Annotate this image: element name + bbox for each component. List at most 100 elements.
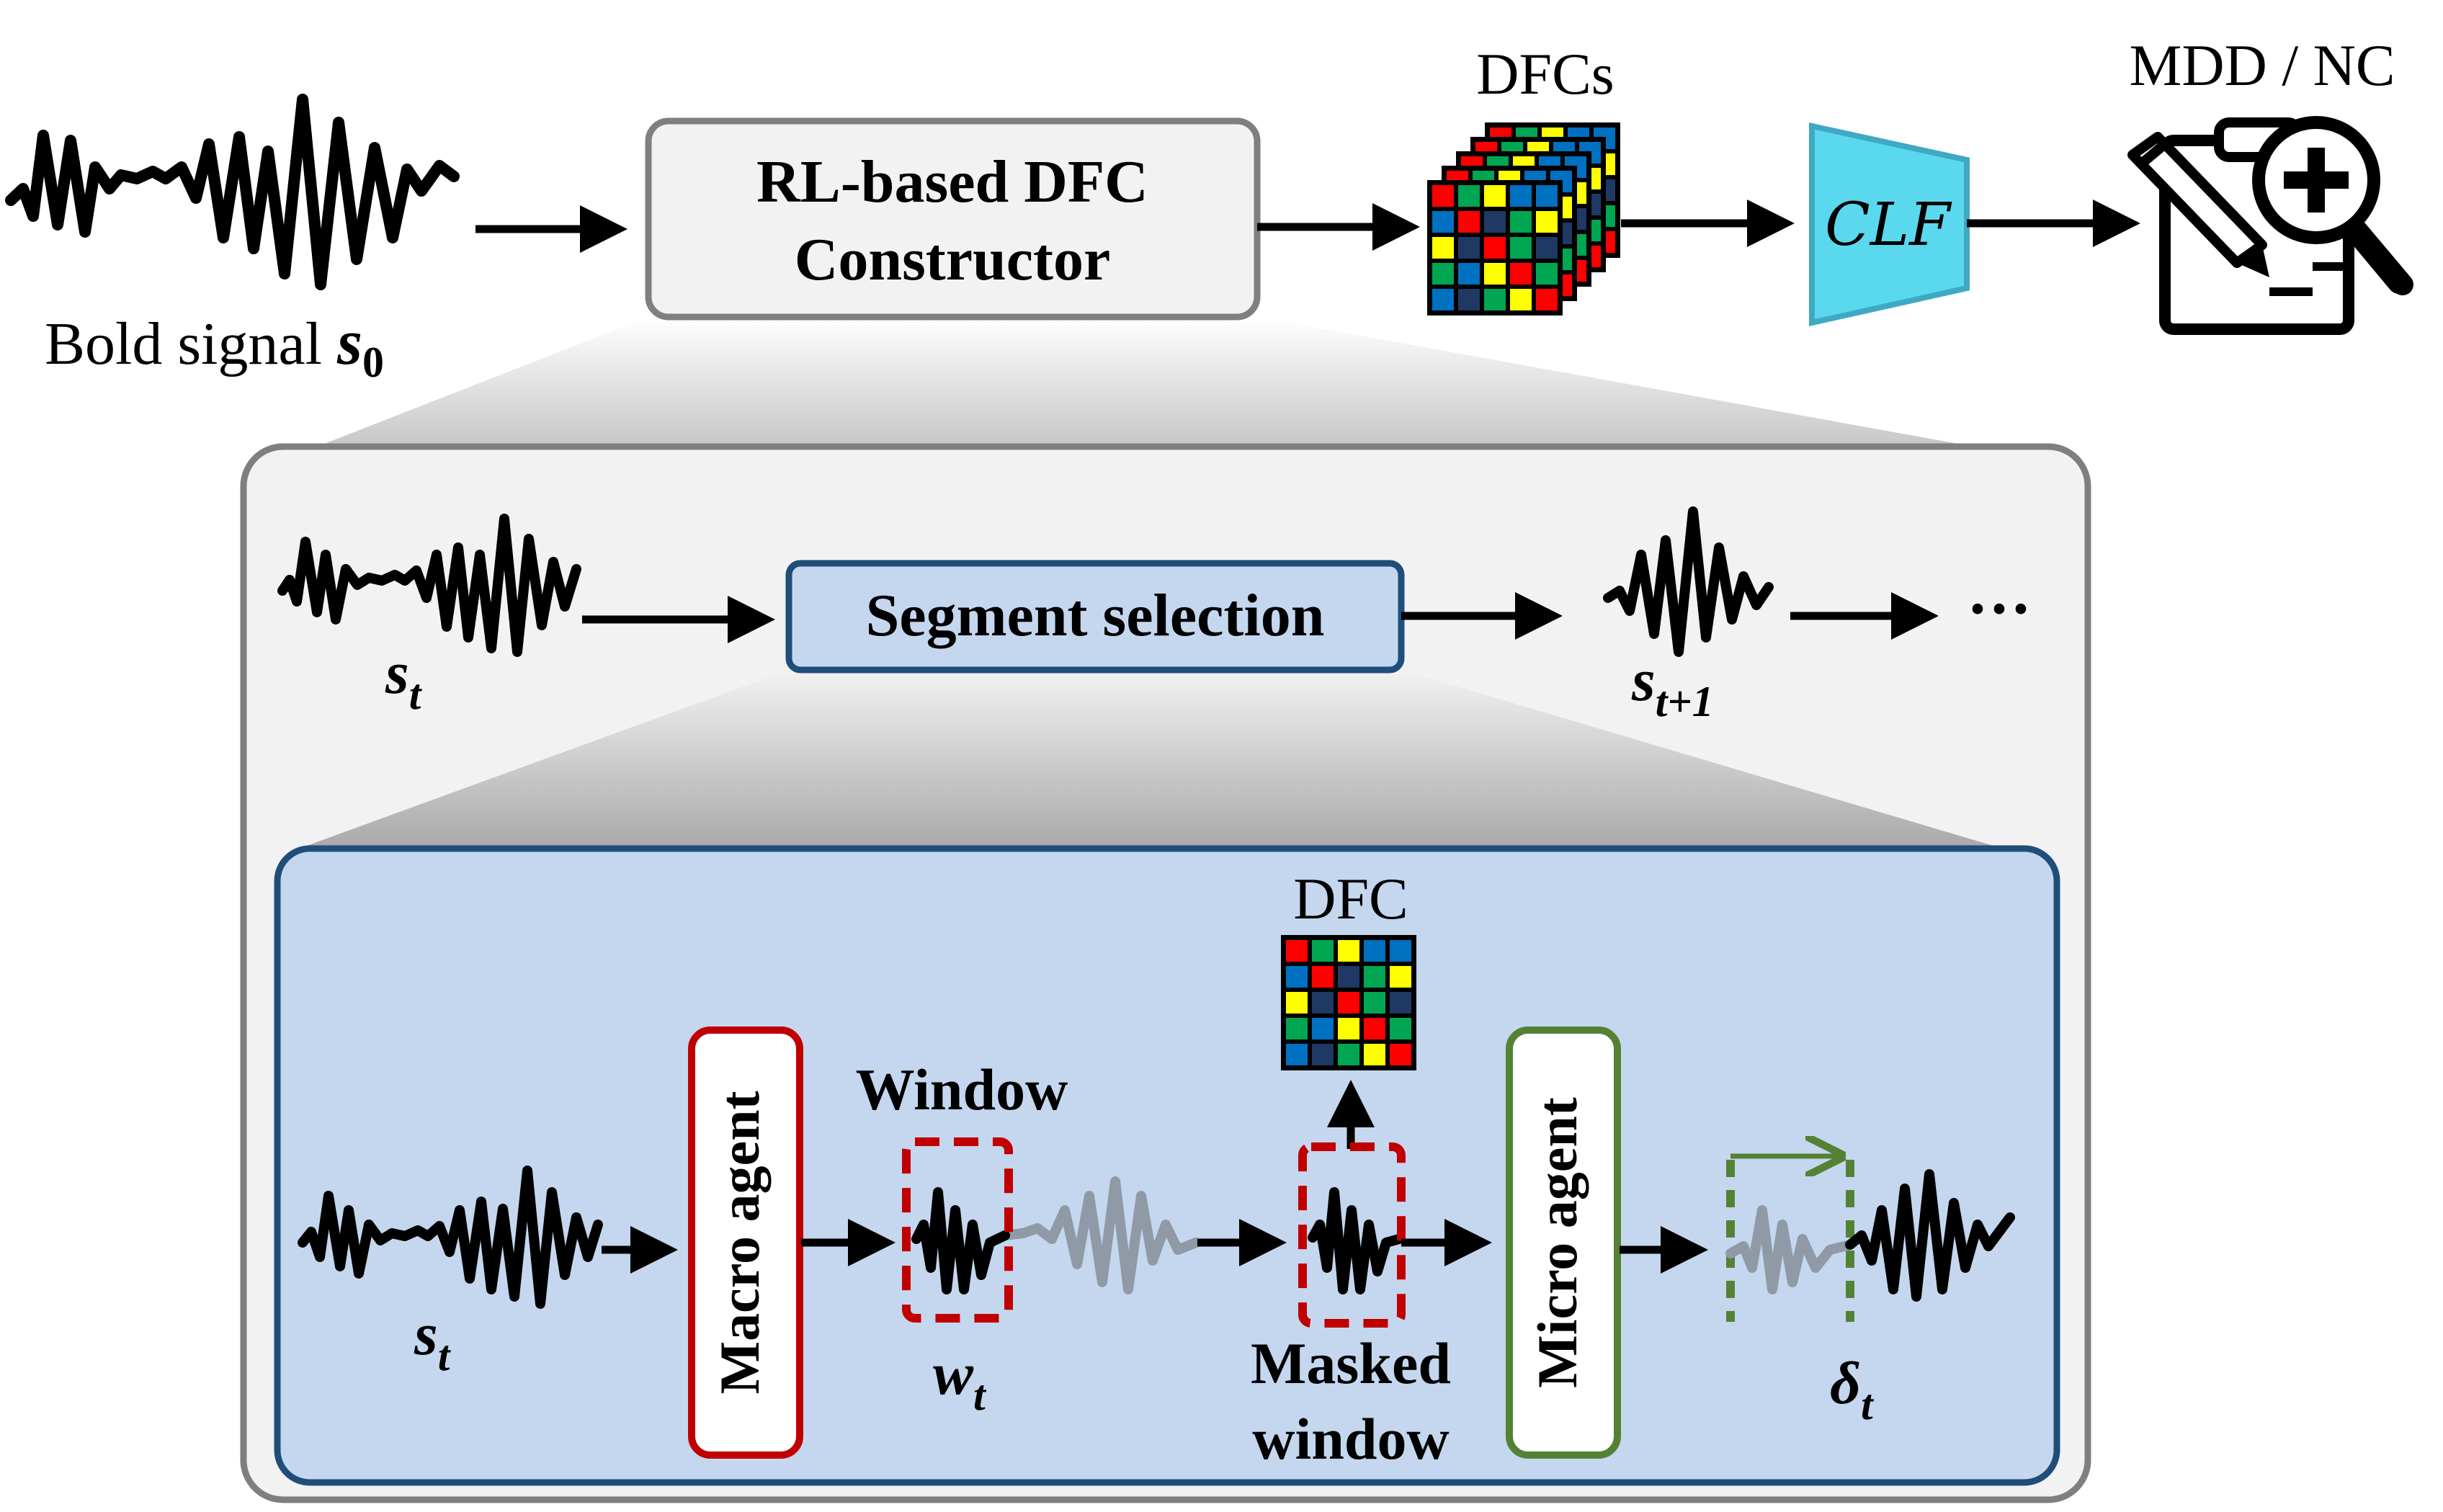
clf-label: CLF (1825, 191, 1952, 259)
dfcs-label: DFCs (1476, 41, 1614, 107)
matrix-cell (1364, 966, 1385, 988)
matrix-cell (1390, 966, 1411, 988)
zoom-fan-middle-overlay (299, 670, 2003, 849)
dfc-matrix-icon (1281, 935, 1416, 1070)
faded-signal-after-window (1000, 1176, 1201, 1294)
matrix-cell (1510, 211, 1532, 233)
matrix-cell (1458, 289, 1480, 310)
inner-st-waveform-icon (298, 1166, 603, 1309)
matrix-cell (1484, 211, 1506, 233)
zoom-fan-top (317, 317, 1974, 447)
matrix-cell (1536, 185, 1558, 207)
matrix-cell (1458, 211, 1480, 233)
matrix-cell (1510, 263, 1532, 285)
dfc-matrix-grid (1281, 935, 1416, 1070)
bold-signal-subscript: 0 (362, 339, 384, 386)
bold-signal-symbol: s (336, 307, 362, 378)
window-signal-segment (911, 1187, 1010, 1294)
matrix-cell (1458, 185, 1480, 207)
window-label: Window (856, 1057, 1068, 1122)
matrix-cell (1432, 211, 1454, 233)
matrix-cell (1364, 1044, 1385, 1065)
faded-shifted-signal (1725, 1205, 1855, 1294)
macro-agent-label: Macro agent (708, 1091, 771, 1395)
matrix-cell (1364, 1018, 1385, 1039)
st-waveform-icon (277, 514, 581, 657)
matrix-cell (1312, 1044, 1334, 1065)
masked-window-signal (1308, 1187, 1404, 1294)
masked-window-label-line1: Masked (1251, 1330, 1451, 1396)
matrix-cell (1432, 289, 1454, 310)
constructor-label-line2: Constructor (795, 226, 1111, 293)
svg-text:Bold signal s0: Bold signal s0 (45, 307, 384, 386)
matrix-cell (1364, 992, 1385, 1014)
st1-waveform-icon (1603, 506, 1774, 657)
matrix-cell (1338, 966, 1359, 988)
bold-signal-waveform-icon (5, 94, 460, 290)
inner-st-subscript: t (438, 1332, 452, 1379)
ellipsis: ··· (1967, 573, 2032, 645)
wt-subscript: t (973, 1372, 987, 1419)
matrix-cell (1286, 966, 1308, 988)
matrix-cell (1338, 1044, 1359, 1065)
segment-selection-label: Segment selection (866, 582, 1325, 649)
pencil-icon (2127, 132, 2269, 277)
remaining-signal (1845, 1169, 2015, 1302)
masked-window-dashed-frame (1298, 1142, 1406, 1328)
masked-window-label-line2: window (1252, 1406, 1449, 1472)
matrix-cell (1390, 940, 1411, 962)
matrix-cell (1286, 992, 1308, 1014)
rl-dfc-constructor-box (645, 117, 1261, 321)
matrix-cell (1484, 185, 1506, 207)
micro-agent-label: Micro agent (1526, 1097, 1589, 1388)
st-symbol: s (385, 640, 409, 707)
svg-text:st: st (414, 1301, 452, 1379)
matrix-cell (1338, 1018, 1359, 1039)
matrix-cell (1390, 1044, 1411, 1065)
matrix-cell (1286, 940, 1308, 962)
delta-subscript: t (1861, 1381, 1875, 1428)
matrix-cell (1510, 289, 1532, 310)
matrix-cell (1510, 185, 1532, 207)
matrix-cell (1536, 289, 1558, 310)
matrix-cell (1536, 211, 1558, 233)
macro-agent-box (688, 1026, 803, 1459)
constructor-label-line1: RL-based DFC (756, 148, 1148, 215)
delta-symbol: δ (1830, 1350, 1861, 1417)
matrix-cell (1312, 1018, 1334, 1039)
dfc-matrix-layer-5 (1427, 180, 1563, 316)
svg-text:wt: wt (933, 1341, 987, 1419)
dfc-matrix-stack-icon (1427, 122, 1620, 316)
matrix-cell (1536, 263, 1558, 285)
matrix-cell (1312, 966, 1334, 988)
matrix-cell (1536, 237, 1558, 259)
matrix-cell (1312, 940, 1334, 962)
matrix-cell (1458, 237, 1480, 259)
dfc-label: DFC (1293, 866, 1408, 931)
matrix-cell (1286, 1018, 1308, 1039)
svg-text:st+1: st+1 (1631, 647, 1714, 725)
matrix-cell (1510, 237, 1532, 259)
st1-subscript: t+1 (1656, 678, 1714, 725)
matrix-cell (1484, 237, 1506, 259)
window-dashed-frame (902, 1137, 1013, 1323)
matrix-cell (1484, 263, 1506, 285)
matrix-cell (1458, 263, 1480, 285)
bold-signal-label: Bold signal (45, 310, 337, 377)
matrix-cell (1312, 992, 1334, 1014)
matrix-cell (1432, 237, 1454, 259)
svg-text:δt: δt (1830, 1350, 1875, 1428)
matrix-cell (1390, 992, 1411, 1014)
matrix-cell (1338, 992, 1359, 1014)
wt-symbol: w (933, 1341, 974, 1408)
matrix-cell (1390, 1018, 1411, 1039)
matrix-cell (1338, 940, 1359, 962)
diagnosis-label: MDD / NC (2129, 32, 2395, 98)
segment-selection-detail-panel (274, 845, 2060, 1486)
classifier-block (1809, 122, 1970, 326)
matrix-cell (1432, 185, 1454, 207)
matrix-cell (1484, 289, 1506, 310)
matrix-cell (1432, 263, 1454, 285)
st1-symbol: s (1631, 647, 1656, 714)
